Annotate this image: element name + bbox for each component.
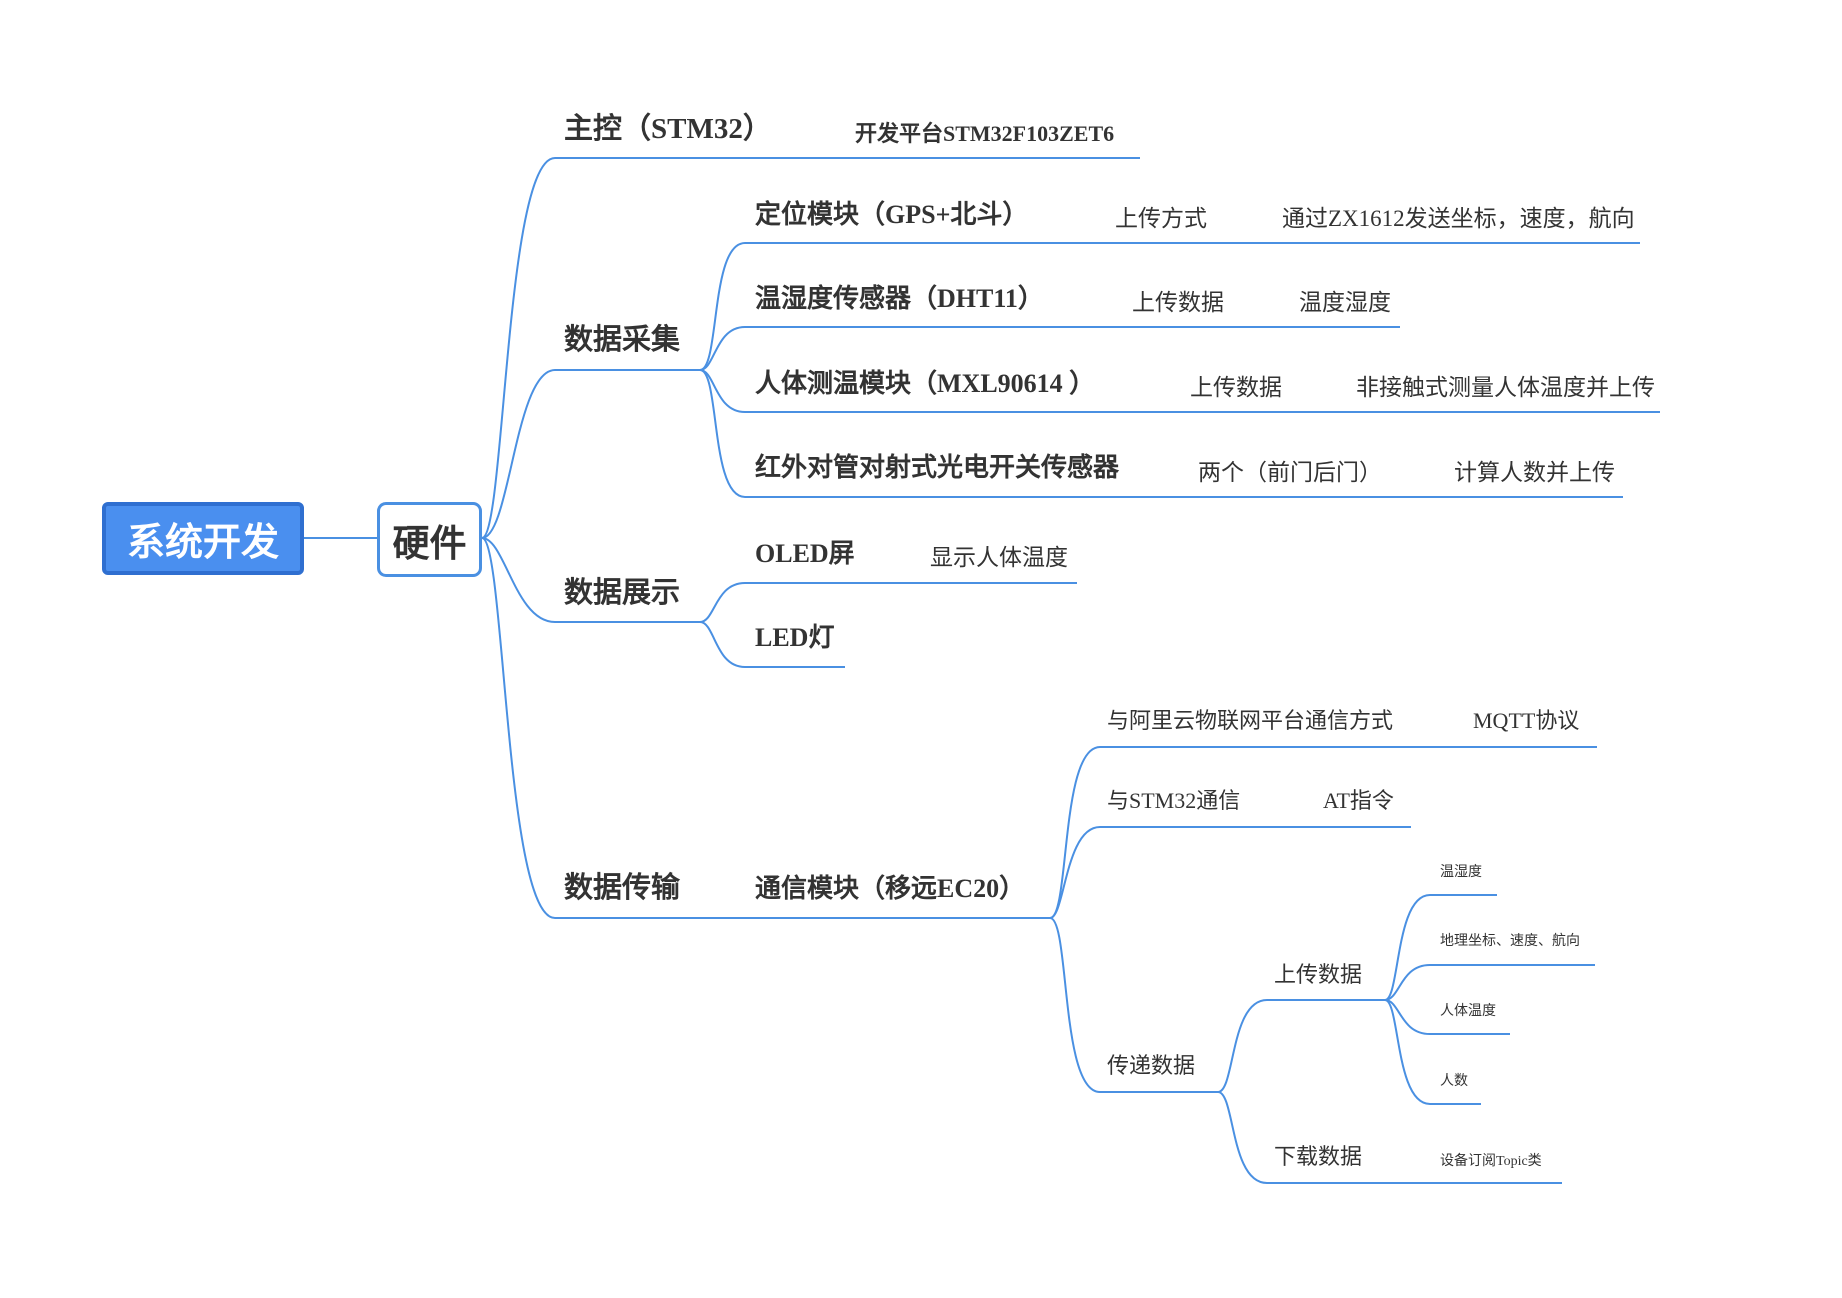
node-upload-body-temp[interactable]: 人体温度 <box>1440 1004 1496 1019</box>
node-gps-mid[interactable]: 上传方式 <box>1115 206 1207 231</box>
node-led[interactable]: LED灯 <box>755 623 835 652</box>
link-upload <box>1217 999 1385 1093</box>
node-aliyun[interactable]: 与阿里云物联网平台通信方式 <box>1107 708 1394 733</box>
link-dht <box>699 326 1400 371</box>
link-data-display <box>481 537 700 623</box>
node-hardware[interactable]: 硬件 <box>377 502 482 577</box>
link-up-count <box>1384 999 1481 1105</box>
link-aliyun <box>1049 746 1597 919</box>
node-oled[interactable]: OLED屏 <box>755 539 855 568</box>
node-ir-mid[interactable]: 两个（前门后门） <box>1198 460 1382 485</box>
node-upload-temp-humidity[interactable]: 温湿度 <box>1440 865 1482 880</box>
node-oled-detail[interactable]: 显示人体温度 <box>930 545 1068 570</box>
link-up-geo <box>1384 964 1595 1001</box>
node-relay-data[interactable]: 传递数据 <box>1107 1053 1196 1078</box>
link-ir <box>699 369 1623 498</box>
node-upload-count[interactable]: 人数 <box>1440 1074 1468 1089</box>
link-data-collection <box>481 369 700 539</box>
node-dht-mid[interactable]: 上传数据 <box>1132 290 1224 315</box>
link-led <box>699 621 845 668</box>
node-download-detail[interactable]: 设备订阅Topic类 <box>1440 1154 1542 1169</box>
node-aliyun-detail[interactable]: MQTT协议 <box>1473 708 1580 733</box>
node-ir-detail[interactable]: 计算人数并上传 <box>1454 460 1615 485</box>
link-oled <box>699 582 1077 623</box>
link-download <box>1217 1091 1562 1184</box>
node-gps-detail[interactable]: 通过ZX1612发送坐标，速度，航向 <box>1282 206 1635 231</box>
node-dht-detail[interactable]: 温度湿度 <box>1299 290 1391 315</box>
node-data-collection[interactable]: 数据采集 <box>564 324 681 356</box>
node-upload-data[interactable]: 上传数据 <box>1274 962 1363 987</box>
link-gps <box>699 242 1640 371</box>
link-stm32-comm <box>1049 826 1411 919</box>
node-gps-module[interactable]: 定位模块（GPS+北斗） <box>755 200 1029 229</box>
link-up-temp <box>1384 894 1497 1001</box>
node-ir-sensor[interactable]: 红外对管对射式光电开关传感器 <box>755 453 1120 482</box>
node-mxl-detail[interactable]: 非接触式测量人体温度并上传 <box>1356 375 1655 400</box>
node-comm-module[interactable]: 通信模块（移远EC20） <box>755 874 1026 903</box>
node-upload-geo[interactable]: 地理坐标、速度、航向 <box>1440 934 1580 949</box>
node-stm32-comm[interactable]: 与STM32通信 <box>1107 788 1241 813</box>
node-mxl-mid[interactable]: 上传数据 <box>1190 375 1282 400</box>
link-main-control <box>481 157 1140 539</box>
root-node-system-dev[interactable]: 系统开发 <box>102 502 304 575</box>
node-stm32-comm-detail[interactable]: AT指令 <box>1323 788 1394 813</box>
node-main-control-detail[interactable]: 开发平台STM32F103ZET6 <box>855 121 1115 146</box>
node-dht-sensor[interactable]: 温湿度传感器（DHT11） <box>755 284 1044 313</box>
node-mxl-module[interactable]: 人体测温模块（MXL90614 ） <box>755 369 1096 398</box>
link-relay <box>1049 917 1218 1093</box>
node-download-data[interactable]: 下载数据 <box>1274 1144 1363 1169</box>
node-main-control[interactable]: 主控（STM32） <box>564 113 772 145</box>
link-up-body <box>1384 999 1510 1035</box>
node-data-display[interactable]: 数据展示 <box>564 577 681 609</box>
node-data-transfer[interactable]: 数据传输 <box>564 872 681 904</box>
link-data-transfer <box>481 537 1050 919</box>
